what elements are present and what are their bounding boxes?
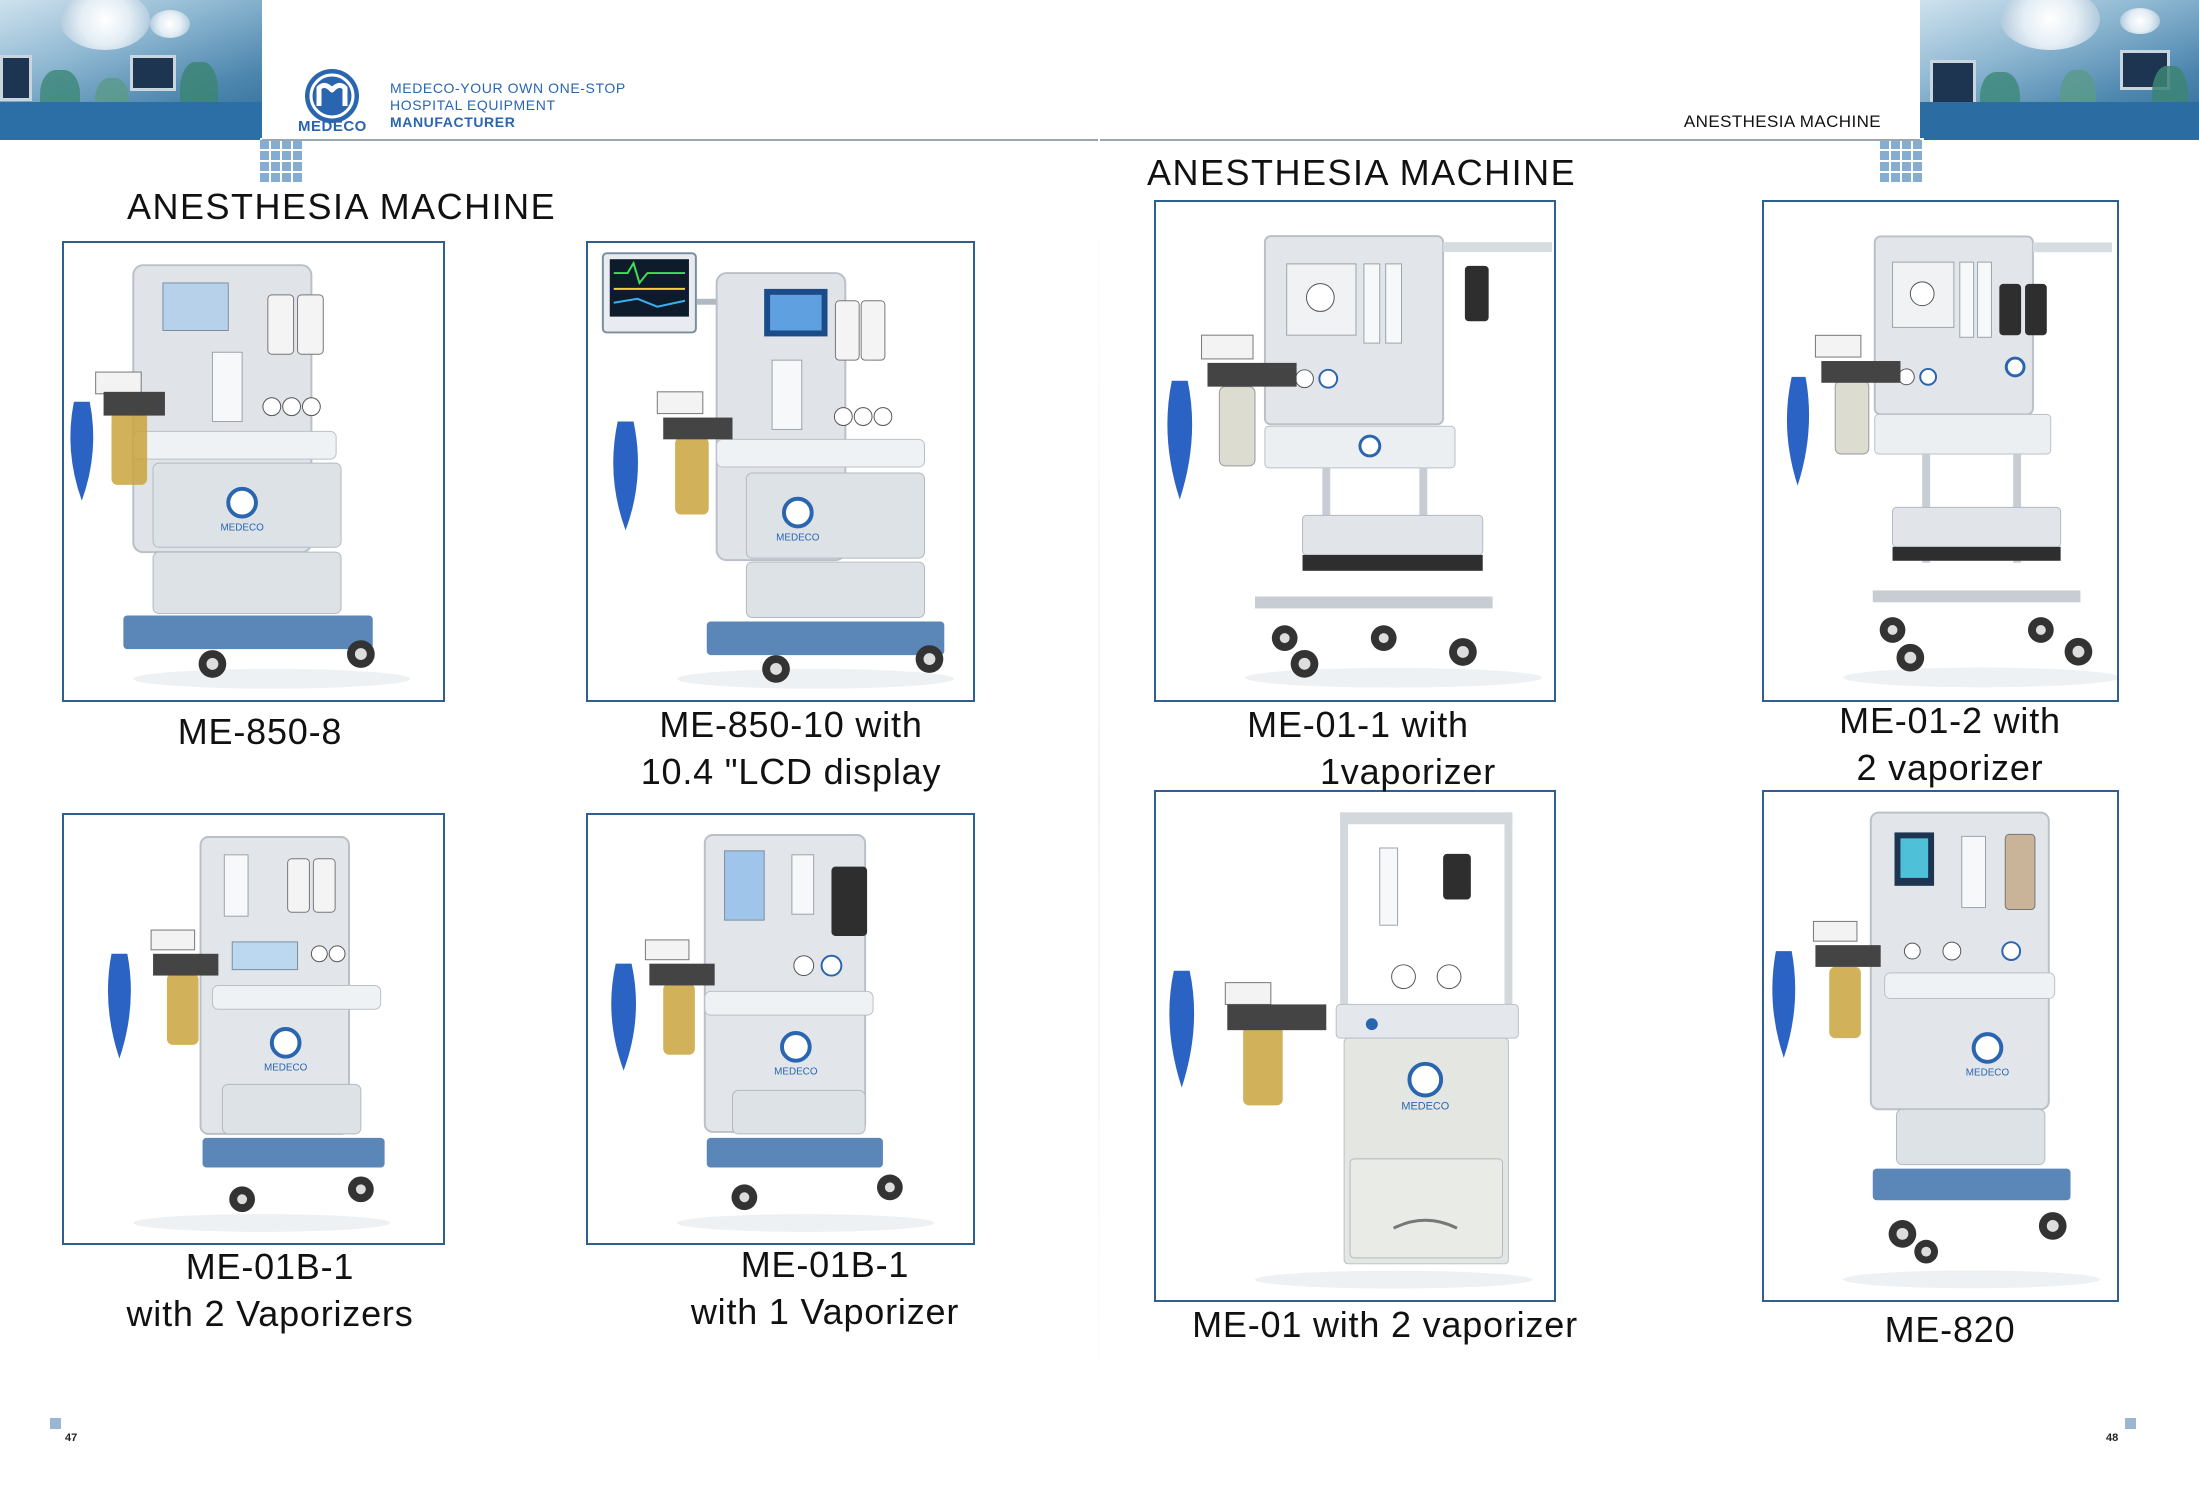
tagline-line-2: HOSPITAL EQUIPMENT	[390, 97, 556, 113]
product-image-me-820: MEDECO	[1762, 790, 2119, 1302]
caption-me-01b-1-2-vaporizers: ME-01B-1 with 2 Vaporizers	[90, 1243, 450, 1337]
header-grid-right	[1880, 138, 1924, 182]
anesthesia-machine-image	[1786, 235, 2117, 688]
anesthesia-machine-image: MEDECO	[70, 264, 411, 689]
machine-logo-text: MEDECO	[1966, 1068, 2010, 1079]
tagline-line-3: MANUFACTURER	[390, 114, 516, 130]
product-image-me-01-2	[1762, 200, 2119, 702]
anesthesia-machine-image: MEDECO	[1169, 812, 1533, 1289]
caption-line: ME-850-8	[177, 711, 343, 752]
product-image-me-850-10: MEDECO	[586, 241, 975, 702]
caption-line: ME-01B-1	[740, 1244, 910, 1285]
machine-logo-text: MEDECO	[1401, 1100, 1449, 1112]
anesthesia-machine-image: MEDECO	[1772, 811, 2101, 1289]
header-photo-left	[0, 0, 262, 140]
machine-logo-text: MEDECO	[220, 522, 264, 533]
caption-me-850-8: ME-850-8	[120, 708, 400, 755]
header-rule-left	[262, 139, 1098, 141]
caption-me-850-10: ME-850-10 with 10.4 "LCD display	[596, 701, 986, 795]
caption-me-01: ME-01 with 2 vaporizer	[1150, 1301, 1620, 1348]
anesthesia-machine-image	[1167, 235, 1553, 688]
caption-line: ME-01-2 with	[1839, 700, 2061, 741]
machine-logo-text: MEDECO	[264, 1063, 308, 1074]
page-spine	[1098, 160, 1100, 1440]
caption-line: ME-850-10 with	[659, 704, 923, 745]
medeco-logo-icon	[305, 69, 359, 123]
page-mark-left	[50, 1418, 61, 1429]
product-image-me-01b-1-2-vaporizers: MEDECO	[62, 813, 445, 1245]
caption-line: ME-01-1 with	[1247, 704, 1469, 745]
product-image-me-850-8: MEDECO	[62, 241, 445, 702]
anesthesia-machine-image: MEDECO	[601, 252, 955, 689]
brand-name: MEDECO	[298, 118, 367, 135]
caption-line: ME-820	[1884, 1309, 2016, 1350]
header-grid-left	[260, 138, 304, 182]
page-mark-right	[2125, 1418, 2136, 1429]
caption-me-820: ME-820	[1830, 1306, 2070, 1353]
product-image-me-01b-1-1-vaporizer: MEDECO	[586, 813, 975, 1245]
product-image-me-01-1	[1154, 200, 1556, 702]
running-head: ANESTHESIA MACHINE	[1683, 112, 1881, 131]
header-photo-right	[1920, 0, 2199, 140]
header-rule-right	[1100, 139, 1920, 141]
caption-line: 10.4 "LCD display	[640, 751, 942, 792]
caption-me-01-1: ME-01-1 with 1vaporizer	[1208, 701, 1508, 795]
tagline-line-1: MEDECO-YOUR OWN ONE-STOP	[390, 80, 626, 96]
caption-me-01-2: ME-01-2 with 2 vaporizer	[1800, 697, 2100, 791]
machine-logo-text: MEDECO	[774, 1067, 818, 1078]
caption-line: with 1 Vaporizer	[690, 1291, 960, 1332]
page-number-right: 48	[2106, 1432, 2119, 1444]
caption-line: ME-01B-1	[185, 1246, 355, 1287]
product-image-me-01: MEDECO	[1154, 790, 1556, 1302]
page-number-left: 47	[65, 1432, 78, 1444]
caption-me-01b-1-1-vaporizer: ME-01B-1 with 1 Vaporizer	[650, 1241, 1000, 1335]
caption-line: ME-01 with 2 vaporizer	[1192, 1304, 1578, 1345]
anesthesia-machine-image: MEDECO	[611, 834, 935, 1232]
anesthesia-machine-image: MEDECO	[107, 836, 391, 1232]
left-page-title: ANESTHESIA MACHINE	[127, 186, 557, 227]
caption-line: 2 vaporizer	[1856, 747, 2044, 788]
header-tagline: MEDECO-YOUR OWN ONE-STOP HOSPITAL EQUIPM…	[390, 80, 626, 131]
caption-line: 1vaporizer	[1319, 751, 1497, 792]
machine-logo-text: MEDECO	[776, 532, 820, 543]
right-page-title: ANESTHESIA MACHINE	[1147, 152, 1577, 193]
caption-line: with 2 Vaporizers	[126, 1293, 414, 1334]
